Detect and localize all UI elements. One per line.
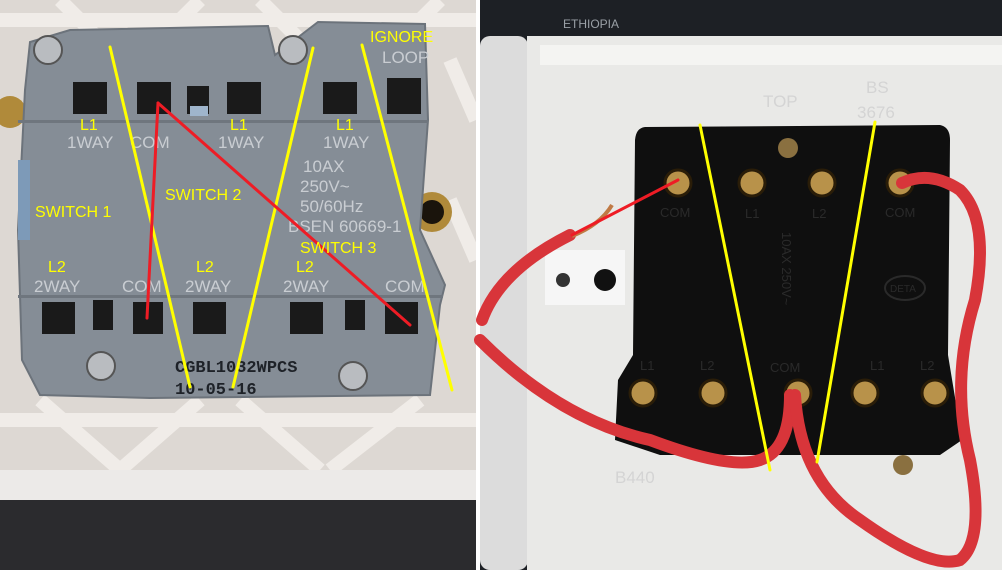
terminal-label-l1: L1 [640, 358, 654, 373]
left-photo: 1WAY COM 1WAY 1WAY 2WAY COM 2WAY 2WAY CO… [0, 0, 483, 570]
terminal-label-l2: L2 [812, 206, 826, 221]
switch-body [615, 125, 962, 455]
printed-label-2way: 2WAY [185, 277, 231, 296]
rating-frequency: 50/60Hz [300, 197, 363, 216]
annotation-ignore: IGNORE [370, 29, 433, 46]
printed-label-1way: 1WAY [218, 133, 264, 152]
top-terminals [73, 78, 421, 114]
annotation-l2: L2 [196, 259, 214, 276]
printed-label-2way: 2WAY [283, 277, 329, 296]
terminals [628, 168, 950, 408]
plate-label-bs: BS [866, 78, 889, 97]
annotation-l2: L2 [48, 259, 66, 276]
annotation-l1: L1 [336, 117, 354, 134]
printed-label-loop: LOOP [382, 48, 429, 67]
rating-current: 10AX [303, 157, 345, 176]
body-rating: 10AX 250V~ [779, 232, 794, 306]
annotation-l1: L1 [230, 117, 248, 134]
rating-standard: BSEN 60669-1 [288, 217, 401, 236]
background-map-text: ETHIOPIA [563, 17, 619, 31]
red-wires [474, 171, 986, 568]
terminal-label-com: COM [885, 205, 915, 220]
terminal-label-com: COM [660, 205, 690, 220]
printed-label-com: COM [130, 133, 170, 152]
annotation-switch-1: SWITCH 1 [35, 204, 112, 221]
right-photo: ETHIOPIA TOP BS 3676 B440 COM L1 L2 COM … [474, 0, 1002, 570]
annotation-lines [108, 43, 454, 392]
annotation-switch-3: SWITCH 3 [300, 240, 377, 257]
terminal-label-l2: L2 [700, 358, 714, 373]
printed-label-1way: 1WAY [67, 133, 113, 152]
brand-logo: DETA [890, 284, 916, 295]
printed-label-1way: 1WAY [323, 133, 369, 152]
plate-label-top: TOP [763, 92, 798, 111]
terminal-label-l1: L1 [745, 206, 759, 221]
printed-label-2way: 2WAY [34, 277, 80, 296]
annotation-switch-2: SWITCH 2 [165, 187, 242, 204]
date-code: 10-05-16 [175, 381, 257, 400]
plate-model: B440 [615, 468, 655, 487]
plate-label-bs-number: 3676 [857, 103, 895, 122]
printed-label-com: COM [385, 277, 425, 296]
terminal-label-com: COM [770, 360, 800, 375]
annotation-lines-right [570, 120, 877, 472]
annotation-l1: L1 [80, 117, 98, 134]
terminal-label-l2: L2 [920, 358, 934, 373]
terminal-label-l1: L1 [870, 358, 884, 373]
printed-label-com: COM [122, 277, 162, 296]
annotation-l2: L2 [296, 259, 314, 276]
rating-voltage: 250V~ [300, 177, 350, 196]
screws [33, 35, 368, 391]
